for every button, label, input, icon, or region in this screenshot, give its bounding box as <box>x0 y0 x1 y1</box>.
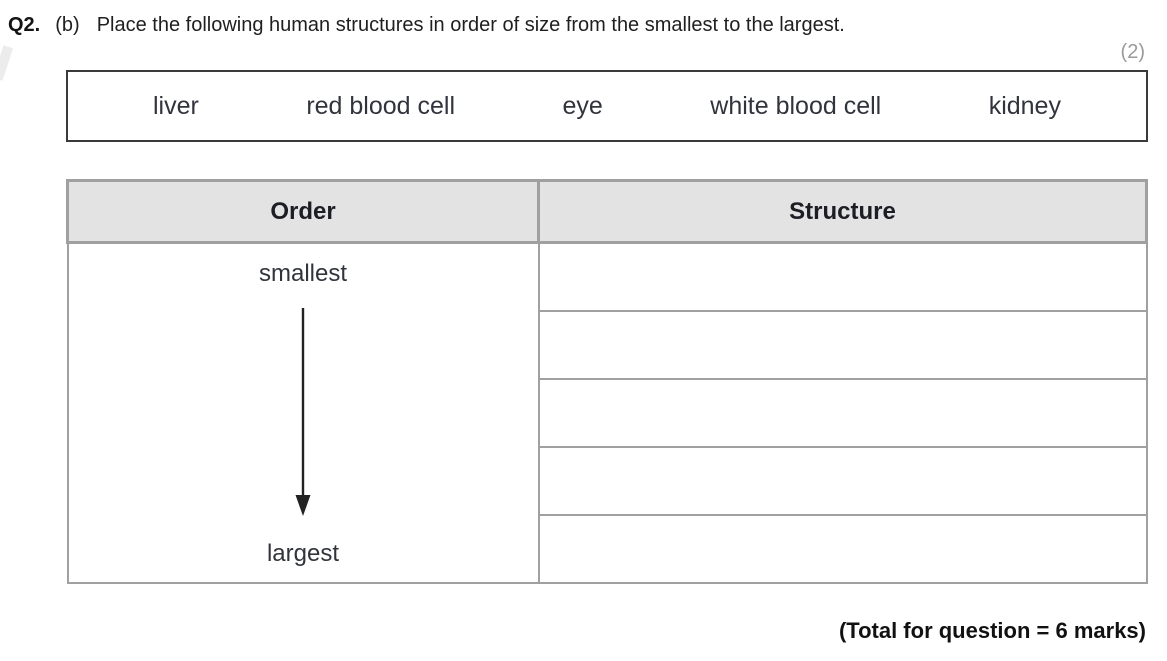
order-column-header: Order <box>66 179 540 244</box>
table-header-row: Order Structure <box>66 179 1148 244</box>
question-line: Q2. (b) Place the following human structur… <box>8 12 845 38</box>
word-bank-box: liver red blood cell eye white blood cel… <box>66 70 1148 142</box>
scan-smudge-artifact <box>0 45 14 81</box>
structure-answer-cell-5[interactable] <box>537 513 1148 585</box>
table-row: smallest largest <box>66 241 1148 584</box>
question-text: Place the following human structures in … <box>96 14 845 36</box>
structure-answer-cell-4[interactable] <box>537 445 1148 516</box>
marks-badge: (2) <box>1120 41 1145 63</box>
order-scale: smallest largest <box>69 244 538 582</box>
structure-column-header: Structure <box>537 179 1148 244</box>
answer-table: Order Structure smallest largest <box>66 179 1148 585</box>
smallest-label: smallest <box>258 260 348 287</box>
order-scale-cell: smallest largest <box>66 241 540 584</box>
word-bank-item-red-blood-cell: red blood cell <box>306 91 456 120</box>
table-row <box>68 445 1148 516</box>
table-row <box>68 309 1148 380</box>
word-bank-item-liver: liver <box>153 91 199 120</box>
structure-answer-cell-1[interactable] <box>537 241 1148 312</box>
question-part-label: (b) <box>55 14 80 36</box>
structure-answer-cell-2[interactable] <box>537 309 1148 380</box>
table-row <box>68 377 1148 448</box>
table-row <box>68 513 1148 585</box>
word-bank-item-kidney: kidney <box>988 91 1061 120</box>
total-marks-line: (Total for question = 6 marks) <box>838 618 1146 643</box>
question-number: Q2. <box>8 14 41 36</box>
largest-label: largest <box>266 540 340 567</box>
word-bank-item-white-blood-cell: white blood cell <box>710 91 882 120</box>
structure-answer-cell-3[interactable] <box>537 377 1148 448</box>
word-bank-item-eye: eye <box>562 91 603 120</box>
down-arrow-icon <box>292 307 314 521</box>
